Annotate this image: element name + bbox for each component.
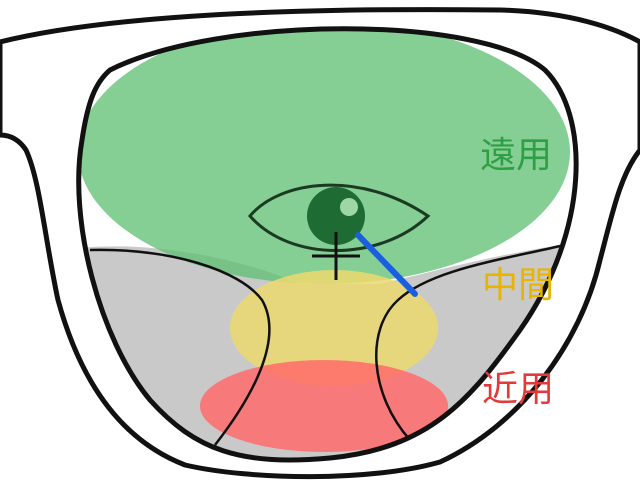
eye-icon [248, 183, 431, 252]
near-zone-label: 近用 [482, 369, 555, 410]
intermediate-vision-zone [230, 270, 438, 386]
left-corridor-boundary [89, 248, 271, 446]
lens-outline [76, 26, 579, 463]
far-zone-label: 遠用 [480, 135, 553, 176]
intermediate-zone-label: 中間 [482, 265, 555, 306]
line-of-sight [355, 232, 418, 297]
near-vision-zone [200, 360, 448, 452]
crosshair-icon [312, 232, 360, 280]
right-corridor-boundary [375, 244, 561, 441]
eye-highlight [340, 198, 358, 216]
far-vision-zone [78, 28, 570, 284]
